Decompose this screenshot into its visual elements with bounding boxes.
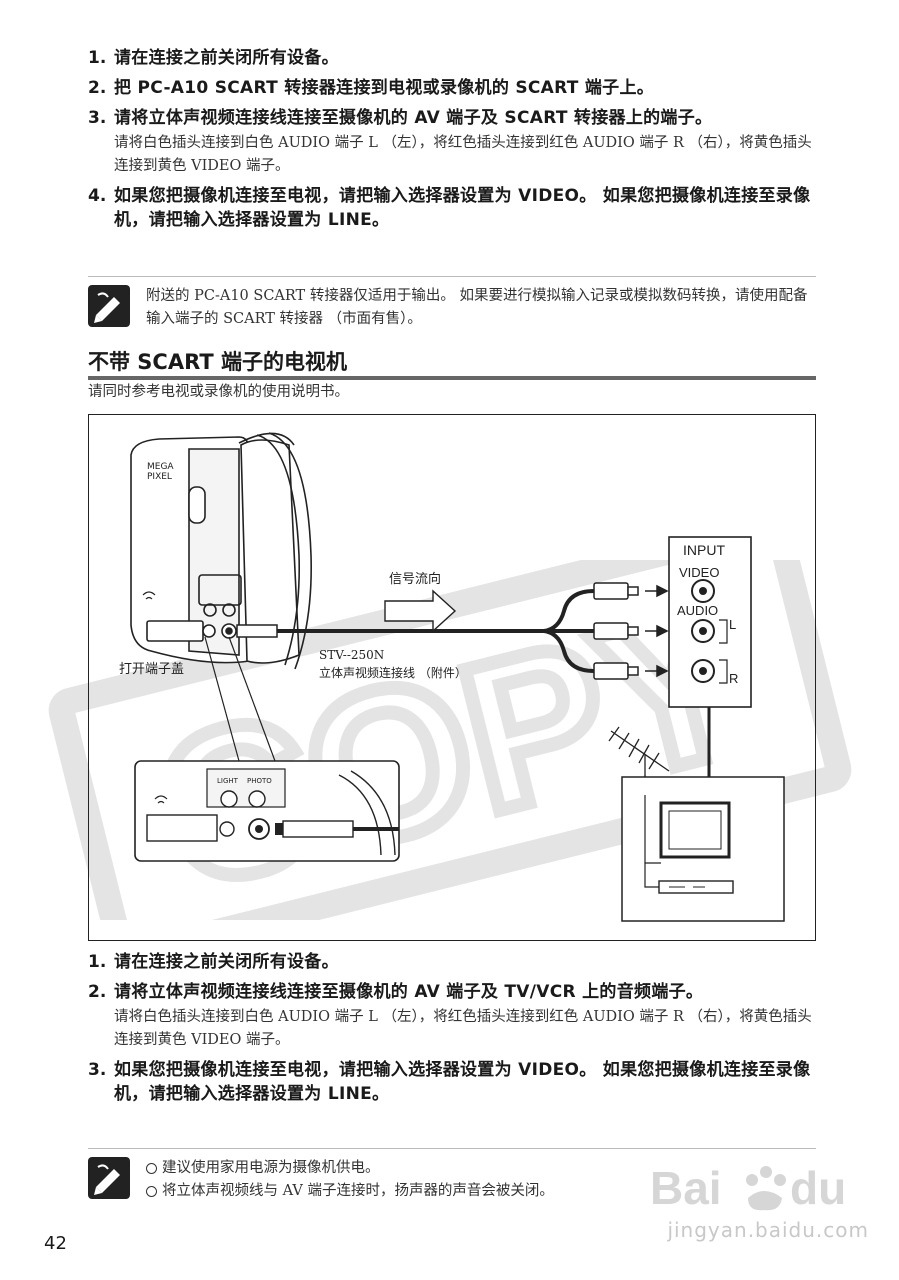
tv-illustration xyxy=(621,776,785,922)
step-detail: 请将白色插头连接到白色 AUDIO 端子 L （左），将红色插头连接到红色 AU… xyxy=(114,135,812,174)
note-pencil-icon xyxy=(88,285,130,327)
cable-model-label: STV--250N xyxy=(319,648,384,662)
open-cover-label: 打开端子盖 xyxy=(119,662,184,677)
cable-description-label: 立体声视频连接线 （附件） xyxy=(319,665,467,680)
note-pencil-icon xyxy=(88,1157,130,1199)
step-number: 3. xyxy=(88,108,107,128)
step-title: 如果您把摄像机连接至电视，请把输入选择器设置为 VIDEO。 如果您把摄像机连接… xyxy=(114,186,811,230)
step-title: 请在连接之前关闭所有设备。 xyxy=(114,48,339,68)
list-item: 3. 如果您把摄像机连接至电视，请把输入选择器设置为 VIDEO。 如果您把摄像… xyxy=(88,1058,818,1106)
signal-flow-arrow-icon xyxy=(384,589,457,633)
bottom-steps-list: 1. 请在连接之前关闭所有设备。 2. 请将立体声视频连接线连接至摄像机的 AV… xyxy=(88,950,818,1112)
list-item: 3. 请将立体声视频连接线连接至摄像机的 AV 端子及 SCART 转接器上的端… xyxy=(88,106,818,178)
step-number: 2. xyxy=(88,78,107,98)
antenna-icon xyxy=(608,726,670,777)
audio-left-label: L xyxy=(729,617,736,632)
rca-plugs xyxy=(593,582,669,680)
photo-label: PHOTO xyxy=(247,777,272,785)
video-label: VIDEO xyxy=(679,565,719,580)
step-number: 3. xyxy=(88,1060,107,1080)
step-title: 请将立体声视频连接线连接至摄像机的 AV 端子及 SCART 转接器上的端子。 xyxy=(114,108,713,128)
zoom-callout-lines xyxy=(204,636,276,762)
step-title: 如果您把摄像机连接至电视，请把输入选择器设置为 VIDEO。 如果您把摄像机连接… xyxy=(114,1060,811,1104)
input-label: INPUT xyxy=(683,542,725,558)
section-title: 不带 SCART 端子的电视机 xyxy=(88,348,816,380)
note-text: 建议使用家用电源为摄像机供电。 将立体声视频线与 AV 端子连接时，扬声器的声音… xyxy=(146,1157,816,1203)
light-label: LIGHT xyxy=(217,777,239,785)
watermark-url: jingyan.baidu.com xyxy=(667,1218,869,1242)
step-number: 4. xyxy=(88,186,107,206)
list-item: 2. 请将立体声视频连接线连接至摄像机的 AV 端子及 TV/VCR 上的音频端… xyxy=(88,980,818,1052)
note-list: 建议使用家用电源为摄像机供电。 将立体声视频线与 AV 端子连接时，扬声器的声音… xyxy=(146,1157,816,1203)
note-box: 建议使用家用电源为摄像机供电。 将立体声视频线与 AV 端子连接时，扬声器的声音… xyxy=(88,1148,816,1203)
list-item: 1. 请在连接之前关闭所有设备。 xyxy=(88,950,818,974)
connection-diagram: MEGA PIXEL 打开端子盖 信号流向 xyxy=(88,414,816,941)
list-item: 2. 把 PC-A10 SCART 转接器连接到电视或录像机的 SCART 端子… xyxy=(88,76,818,100)
step-number: 1. xyxy=(88,48,107,68)
camcorder-illustration xyxy=(130,432,312,670)
audio-right-label: R xyxy=(729,671,738,686)
step-detail: 请将白色插头连接到白色 AUDIO 端子 L （左），将红色插头连接到红色 AU… xyxy=(114,1009,812,1048)
audio-label: AUDIO xyxy=(677,603,718,618)
top-steps-list: 1. 请在连接之前关闭所有设备。 2. 把 PC-A10 SCART 转接器连接… xyxy=(88,46,818,238)
av-cable xyxy=(236,589,595,673)
step-title: 把 PC-A10 SCART 转接器连接到电视或录像机的 SCART 端子上。 xyxy=(114,78,655,98)
list-item: 1. 请在连接之前关闭所有设备。 xyxy=(88,46,818,70)
note-box: 附送的 PC-A10 SCART 转接器仅适用于输出。 如果要进行模拟输入记录或… xyxy=(88,276,816,331)
step-title: 请将立体声视频连接线连接至摄像机的 AV 端子及 TV/VCR 上的音频端子。 xyxy=(114,982,704,1002)
note-text: 附送的 PC-A10 SCART 转接器仅适用于输出。 如果要进行模拟输入记录或… xyxy=(146,288,808,327)
signal-flow-label: 信号流向 xyxy=(389,571,441,587)
inset-closeup xyxy=(134,760,400,862)
step-number: 1. xyxy=(88,952,107,972)
camera-pixel-label: PIXEL xyxy=(147,472,172,482)
page-number: 42 xyxy=(44,1233,67,1254)
tv-input-panel xyxy=(668,536,752,708)
section-subtitle: 请同时参考电视或录像机的使用说明书。 xyxy=(88,384,349,400)
list-item: 建议使用家用电源为摄像机供电。 xyxy=(146,1157,816,1180)
list-item: 4. 如果您把摄像机连接至电视，请把输入选择器设置为 VIDEO。 如果您把摄像… xyxy=(88,184,818,232)
list-item: 将立体声视频线与 AV 端子连接时，扬声器的声音会被关闭。 xyxy=(146,1180,816,1203)
diagram-svg: MEGA PIXEL 打开端子盖 信号流向 xyxy=(119,432,785,922)
step-number: 2. xyxy=(88,982,107,1002)
step-title: 请在连接之前关闭所有设备。 xyxy=(114,952,339,972)
camera-mega-label: MEGA xyxy=(147,462,174,472)
